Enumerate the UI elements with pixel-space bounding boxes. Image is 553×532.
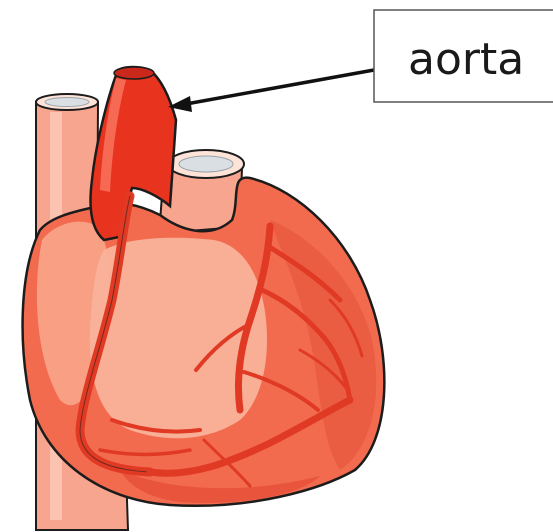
pointer-arrow-icon xyxy=(168,70,374,112)
aorta-label: aorta xyxy=(374,10,553,102)
aorta-label-text: aorta xyxy=(408,34,524,85)
